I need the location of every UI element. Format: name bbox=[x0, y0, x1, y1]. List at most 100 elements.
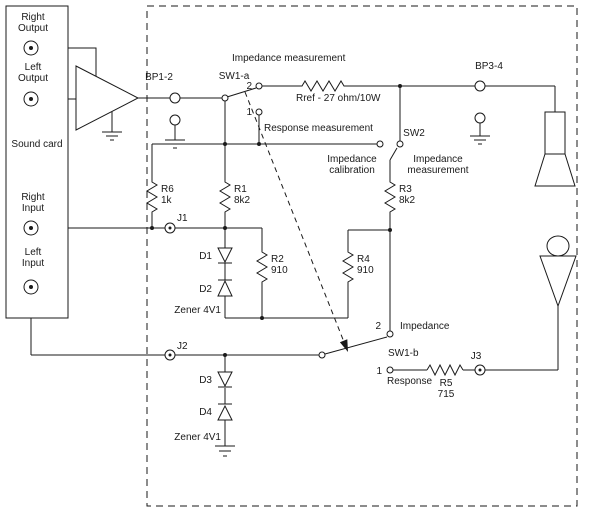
left-input-label-1: Left bbox=[25, 247, 42, 258]
left-output-connector-pin bbox=[29, 97, 33, 101]
jack-j2-pin bbox=[168, 353, 172, 357]
r3-name: R3 bbox=[399, 184, 412, 195]
sw1b-pole bbox=[318, 351, 326, 359]
bp1-2-label: BP1-2 bbox=[145, 72, 173, 83]
r4-value: 910 bbox=[357, 265, 374, 276]
sw2-right-label-1: Impedance bbox=[413, 154, 463, 165]
sound-card-box bbox=[5, 5, 69, 319]
sw2-contact-measurement bbox=[396, 140, 404, 148]
r3-value: 8k2 bbox=[399, 195, 416, 206]
bp4-ground-icon bbox=[470, 135, 490, 145]
junction-dot bbox=[223, 353, 227, 357]
sw1b-label: SW1-b bbox=[388, 348, 419, 359]
sw1a-pos1-label: 1 bbox=[246, 107, 252, 118]
sw2-left-label-1: Impedance bbox=[327, 154, 377, 165]
left-input-label-2: Input bbox=[22, 258, 44, 269]
junction-dot bbox=[260, 316, 264, 320]
right-output-label-1: Right bbox=[21, 12, 45, 23]
junction-dot bbox=[150, 226, 154, 230]
right-input-label-2: Input bbox=[22, 203, 44, 214]
sw1a-pole bbox=[221, 94, 229, 102]
diode-d3 bbox=[217, 371, 233, 388]
j2-label: J2 bbox=[177, 341, 188, 352]
d1-label: D1 bbox=[199, 251, 212, 262]
microphone-symbol bbox=[539, 235, 577, 308]
r1-name: R1 bbox=[234, 184, 247, 195]
sw1b-pos2-label: 2 bbox=[375, 321, 381, 332]
j1-label: J1 bbox=[177, 213, 188, 224]
linkage-arrow-icon bbox=[339, 339, 348, 352]
r5-value: 715 bbox=[438, 389, 455, 400]
binding-post-bp4 bbox=[474, 112, 486, 124]
diode-d4 bbox=[217, 403, 233, 421]
junction-dot bbox=[223, 142, 227, 146]
r6-value: 1k bbox=[161, 195, 173, 206]
sound-card-title: Sound card bbox=[11, 139, 62, 150]
resistor-rref bbox=[300, 80, 348, 92]
power-amplifier-symbol bbox=[75, 65, 140, 131]
sw1a-pos2-label: 2 bbox=[246, 81, 252, 92]
right-output-connector-pin bbox=[29, 46, 33, 50]
resistor-r3 bbox=[384, 180, 396, 216]
amplifier-ground-icon bbox=[102, 131, 122, 141]
right-input-label-1: Right bbox=[21, 192, 45, 203]
response-measurement-annotation: Response measurement bbox=[264, 123, 373, 134]
junction-dot bbox=[388, 228, 392, 232]
sw1a-contact-1 bbox=[255, 108, 263, 116]
resistor-r5 bbox=[426, 363, 464, 377]
sw1b-blade bbox=[324, 336, 388, 355]
binding-post-bp2 bbox=[169, 114, 181, 126]
left-input-connector-pin bbox=[29, 285, 33, 289]
sw1b-contact-2 bbox=[386, 330, 394, 338]
sw2-label: SW2 bbox=[403, 128, 425, 139]
junction-dot bbox=[257, 142, 261, 146]
bp3-4-label: BP3-4 bbox=[475, 61, 503, 72]
sw2-left-label-2: calibration bbox=[329, 165, 375, 176]
impedance-measurement-annotation: Impedance measurement bbox=[232, 53, 346, 64]
sw1b-contact-1 bbox=[386, 366, 394, 374]
r6-name: R6 bbox=[161, 184, 174, 195]
diode-d2 bbox=[217, 279, 233, 297]
resistor-r2 bbox=[256, 250, 268, 286]
r1-value: 8k2 bbox=[234, 195, 251, 206]
right-input-connector-pin bbox=[29, 226, 33, 230]
sw1b-impedance-label: Impedance bbox=[400, 321, 450, 332]
d2-label: D2 bbox=[199, 284, 212, 295]
diode-d1 bbox=[217, 247, 233, 264]
r2-name: R2 bbox=[271, 254, 284, 265]
right-output-label-2: Output bbox=[18, 23, 48, 34]
binding-post-bp3 bbox=[474, 80, 486, 92]
rref-label: Rref - 27 ohm/10W bbox=[296, 93, 381, 104]
bp2-ground-icon bbox=[165, 139, 185, 149]
j3-label: J3 bbox=[471, 351, 482, 362]
sw2-right-label-2: measurement bbox=[407, 165, 468, 176]
resistor-r4 bbox=[342, 250, 354, 286]
d3-label: D3 bbox=[199, 375, 212, 386]
loudspeaker-symbol bbox=[534, 111, 576, 187]
r5-name: R5 bbox=[440, 378, 453, 389]
sw2-blade bbox=[389, 147, 398, 161]
sw1a-label: SW1-a bbox=[219, 71, 250, 82]
resistor-r1 bbox=[219, 180, 231, 216]
left-output-label-2: Output bbox=[18, 73, 48, 84]
sw1b-pos1-label: 1 bbox=[376, 366, 382, 377]
main-ground-icon bbox=[215, 445, 235, 457]
junction-dots bbox=[150, 84, 402, 357]
binding-post-bp1 bbox=[169, 92, 181, 104]
resistor-r6 bbox=[146, 180, 158, 216]
r2-value: 910 bbox=[271, 265, 288, 276]
sw1a-contact-2 bbox=[255, 82, 263, 90]
junction-dot bbox=[223, 226, 227, 230]
r4-name: R4 bbox=[357, 254, 370, 265]
sw1a-blade bbox=[226, 87, 257, 98]
jack-j1-pin bbox=[168, 226, 172, 230]
sw1b-response-label: Response bbox=[387, 376, 432, 387]
d4-label: D4 bbox=[199, 407, 212, 418]
measurement-box-outline bbox=[146, 5, 578, 507]
jack-j3-pin bbox=[478, 368, 482, 372]
left-output-label-1: Left bbox=[25, 62, 42, 73]
junction-dot bbox=[398, 84, 402, 88]
zener-top-label: Zener 4V1 bbox=[174, 305, 221, 316]
